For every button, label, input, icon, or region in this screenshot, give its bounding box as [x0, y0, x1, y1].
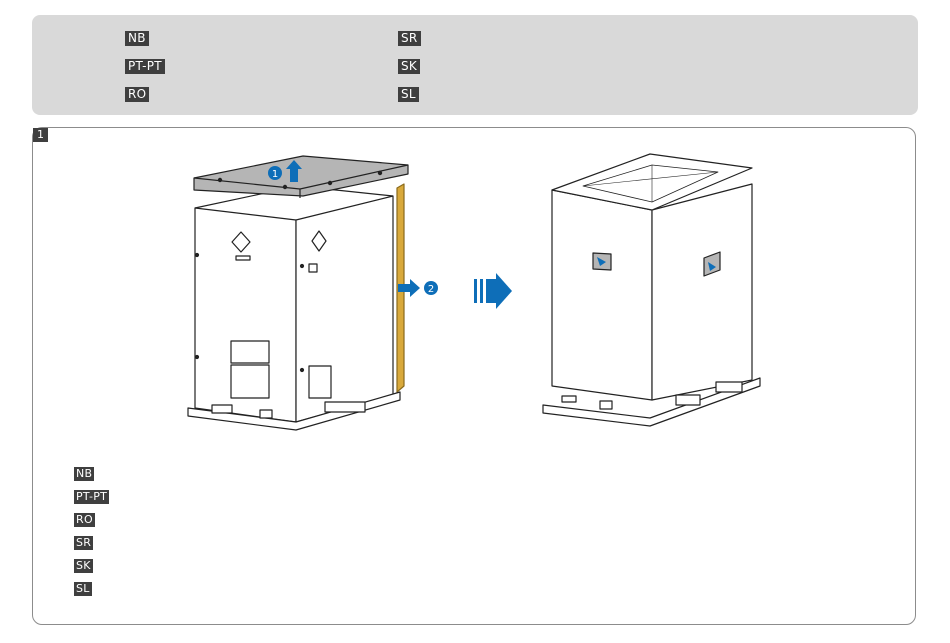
svg-text:2: 2	[428, 284, 434, 295]
left-crate-drawing	[188, 156, 408, 430]
next-step-arrow-icon	[474, 273, 512, 309]
legend-lang-tag-ro: RO	[74, 513, 95, 527]
legend-lang-tag-nb: NB	[74, 467, 94, 481]
legend-lang-tag-pt-pt: PT-PT	[74, 490, 109, 504]
right-crate-drawing	[543, 154, 760, 426]
legend-lang-tag-sk: SK	[74, 559, 93, 573]
callout-2-marker: 2	[424, 281, 438, 295]
legend-lang-tag-sr: SR	[74, 536, 93, 550]
callout-1-marker: 1	[268, 166, 282, 180]
svg-text:1: 1	[272, 169, 278, 180]
legend-lang-tag-sl: SL	[74, 582, 92, 596]
